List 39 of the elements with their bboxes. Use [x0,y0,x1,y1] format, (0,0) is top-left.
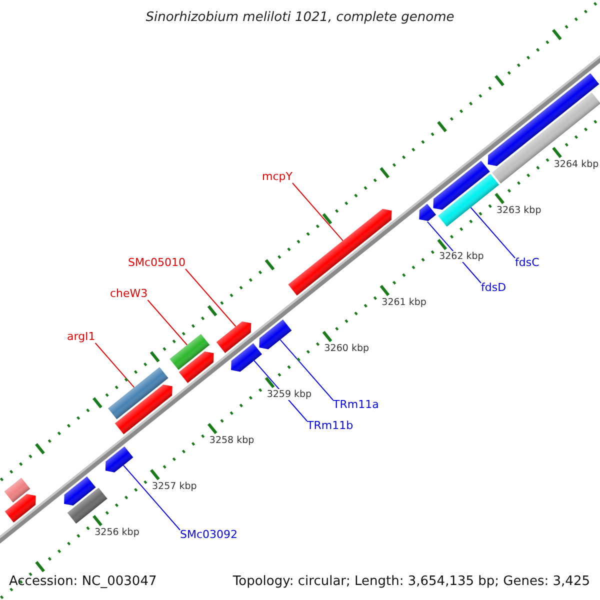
tick-label: 3259 kbp [266,388,313,400]
leader-line [185,268,236,327]
gene-label: mcpY [262,170,292,183]
gene-label: argI1 [67,330,96,343]
gene-block [231,343,262,372]
gene-label: fdsC [515,256,540,269]
gene-block [419,204,436,222]
gene-label: cheW3 [110,287,148,300]
gene-block [288,208,392,296]
leader-line [292,182,344,242]
tick-label: 3256 kbp [94,526,140,538]
leader-line [147,300,188,346]
tick-label: 3260 kbp [323,342,370,354]
gene-block [433,160,490,210]
gene-block [4,494,36,522]
gene-label: fdsD [481,281,506,294]
gene-label: TRm11a [333,398,379,411]
tick-label: 3257 kbp [151,480,198,492]
gene-label: SMc03092 [180,528,238,541]
leader-line [122,464,180,530]
tick-label: 3263 kbp [495,204,542,216]
tick-label: 3258 kbp [208,434,256,446]
gene-block [105,446,134,472]
genome-info-text: Topology: circular; Length: 3,654,135 bp; Genes: 3,425 [232,574,590,589]
tick-label: 3261 kbp [380,296,428,308]
gene-block [170,334,210,370]
leader-line [470,207,516,258]
leader-line [94,342,135,388]
gene-block [64,476,96,506]
gene-label: TRm11b [307,419,354,432]
title: Sinorhizobium meliloti 1021, complete genome [144,10,456,25]
tick-label: 3262 kbp [438,250,485,262]
accession-text: Accession: NC_003047 [9,574,157,589]
tick-label: 3264 kbp [552,158,600,170]
gene-label: SMc05010 [128,256,186,269]
gene-block [216,321,252,353]
gene-block [259,320,292,350]
leader-line [280,339,334,400]
gene-block [108,367,168,420]
